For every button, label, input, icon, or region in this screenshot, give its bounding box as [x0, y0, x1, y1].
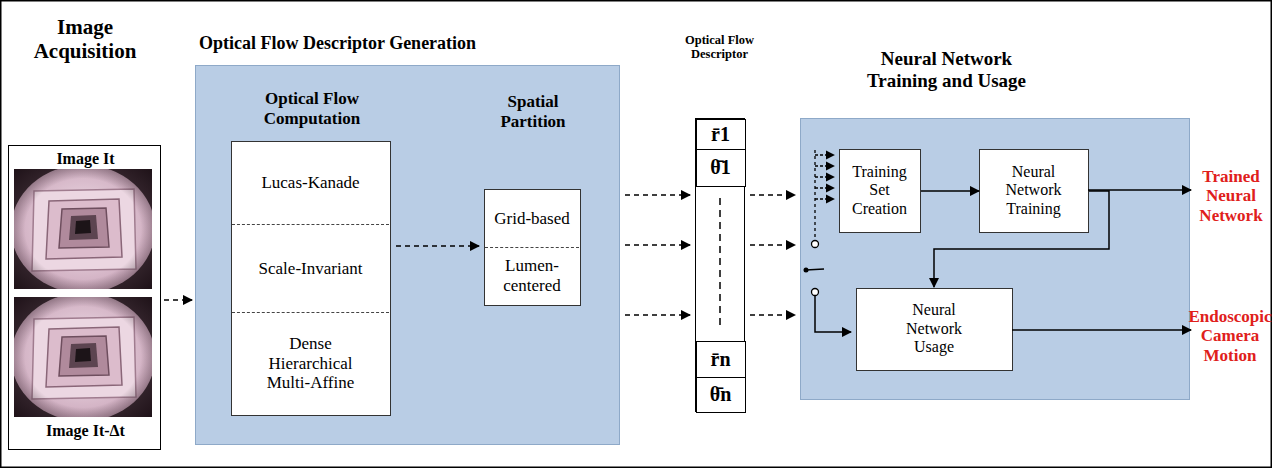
vector-cell: θ̄1	[696, 149, 746, 187]
vector-heading: Optical Flow Descriptor	[672, 29, 767, 65]
vector-cell: r̄n	[696, 341, 746, 378]
vector-cell: θ̄n	[696, 377, 746, 413]
dashed-arrow	[750, 314, 795, 316]
dashed-arrow	[750, 194, 795, 196]
process-text: Neural Network Training	[980, 150, 1087, 231]
dashed-arrow	[625, 244, 690, 246]
dashed-arrow	[164, 299, 192, 301]
section-heading: Neural Network Training and Usage	[849, 44, 1044, 96]
process-text: Training Set Creation	[840, 150, 919, 231]
vector-symbol: r̄n	[697, 342, 744, 376]
endoscopic-image	[11, 293, 155, 421]
dashed-arrow	[750, 244, 795, 246]
box-heading: Spatial Partition	[483, 87, 583, 137]
method-option: Scale-Invariant	[232, 224, 389, 312]
vector-symbol: θ̄1	[697, 150, 744, 185]
method-box: Optical Flow ComputationLucas-KanadeScal…	[231, 141, 391, 416]
stage-box: Optical Flow Descriptor GenerationOptica…	[195, 65, 620, 445]
image-frame: Image It-Δt	[13, 296, 158, 446]
image-frame: Image It	[13, 148, 158, 293]
dashed-arrow	[625, 314, 690, 316]
process-text: Neural Network Usage	[857, 289, 1011, 369]
process-box: Training Set Creation	[839, 149, 921, 233]
process-box: Neural Network Training	[979, 149, 1089, 233]
method-option: Grid-based	[485, 190, 579, 247]
method-option: Lucas-Kanade	[232, 142, 389, 224]
section-heading: Optical Flow Descriptor Generation	[199, 28, 619, 58]
box-heading: Optical Flow Computation	[222, 84, 402, 134]
output-label: Trained Neural Network	[1192, 150, 1270, 242]
image-label: Image It	[13, 148, 158, 170]
vector-cell: r̄1	[696, 119, 746, 150]
output-label: Endoscopic Camera Motion	[1188, 290, 1272, 382]
method-option: Lumen-centered	[485, 247, 579, 304]
image-label: Image It-Δt	[13, 419, 158, 443]
method-box: Spatial PartitionGrid-basedLumen-centere…	[484, 189, 581, 306]
vector-symbol: θ̄n	[697, 378, 744, 411]
descriptor-vector: Optical Flow Descriptorr̄1θ̄1r̄nθ̄n	[695, 118, 745, 412]
method-option: Dense Hierarchical Multi-Affine	[232, 312, 389, 414]
dashed-arrow	[625, 194, 690, 196]
endoscopic-image	[11, 165, 155, 293]
acquisition-box: Image AcquisitionImage ItImage It-Δt	[8, 145, 161, 450]
section-heading: Image Acquisition	[15, 9, 155, 69]
process-box: Neural Network Usage	[856, 288, 1013, 371]
stage-box: Neural Network Training and UsageTrainin…	[800, 118, 1190, 400]
vector-symbol: r̄1	[697, 120, 744, 148]
